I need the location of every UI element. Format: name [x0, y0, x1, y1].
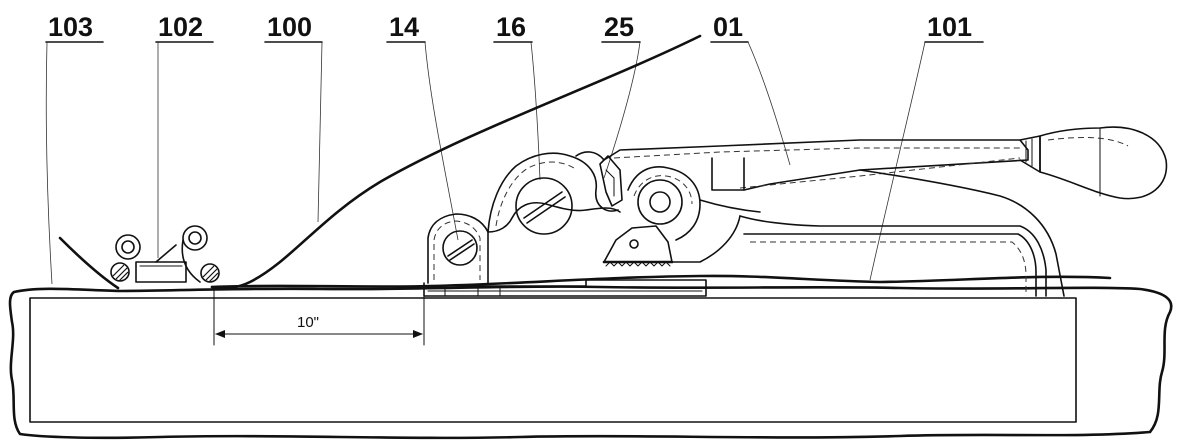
lever-upper: [603, 139, 1029, 191]
reference-labels: 103 102 100 14 16 25 01 101: [45, 12, 984, 43]
strap-guide-102: [110, 225, 220, 283]
pawl-25: [599, 155, 623, 207]
roller-right-upper: [182, 225, 208, 251]
ref-label-14: 14: [389, 12, 419, 42]
package-body: [8, 285, 1173, 440]
roller-right-upper-hub: [188, 231, 202, 245]
leader-01: [747, 41, 791, 166]
hatch-line: [112, 264, 125, 277]
lever-hidden-lower: [739, 157, 1021, 189]
guide-block: [135, 261, 187, 283]
foot-to-lever: [671, 215, 741, 263]
strap-lower-band: [210, 274, 1112, 289]
feedwheel-housing-14: [427, 213, 489, 284]
hatch-line: [115, 267, 128, 280]
handle-collar: [1019, 135, 1041, 173]
feedwheel-slot-a: [447, 239, 473, 257]
leader-14: [424, 41, 459, 241]
guide-arm: [155, 244, 177, 263]
support-arm-hidden: [750, 241, 1027, 296]
lever-diagonal: [859, 169, 1065, 297]
leader-103: [45, 41, 53, 285]
gripper-teeth: [605, 261, 671, 267]
leader-lines: [45, 41, 926, 285]
strap-free-end: [210, 34, 702, 290]
gripper-pivot: [629, 239, 639, 249]
package-inner-box: [29, 297, 1077, 423]
dimension-10in: 10": [213, 287, 425, 346]
roller-strap-wrap: [181, 239, 201, 283]
tool-base-plate: [423, 279, 707, 297]
ref-label-25: 25: [604, 12, 634, 42]
ref-label-103: 103: [48, 12, 93, 42]
handle-grip-hidden: [1047, 137, 1129, 147]
ref-label-101: 101: [927, 12, 972, 42]
roller-left-lower: [110, 262, 130, 282]
main-body-upper: [487, 152, 619, 233]
lever-hidden-upper: [613, 147, 1020, 159]
lever-joint: [699, 199, 761, 213]
pawl-inner: [605, 169, 615, 197]
feedwheel-14: [442, 230, 478, 266]
roller-left-upper: [115, 234, 141, 260]
hatch-line: [118, 271, 129, 282]
package-outline: [8, 285, 1173, 440]
leader-16: [530, 41, 541, 181]
hatch-line: [205, 268, 218, 281]
strap: [58, 34, 1112, 290]
strap-tail-103: [58, 236, 120, 290]
ref-label-100: 100: [267, 12, 312, 42]
handle-collar-lines: [1025, 138, 1033, 167]
leader-101: [869, 41, 926, 281]
ref-label-16: 16: [496, 12, 526, 42]
pawl-connection: [575, 151, 605, 161]
support-arm-outer: [739, 215, 1047, 297]
roller-left-upper-hub: [121, 240, 135, 254]
strapping-tool: [423, 126, 1168, 297]
leader-25: [603, 41, 641, 179]
lever-link: [711, 157, 745, 191]
roller-right-lower: [200, 263, 220, 283]
dimension-label: 10": [297, 314, 319, 331]
ref-label-102: 102: [158, 12, 203, 42]
feedwheel-hidden-line: [433, 220, 481, 280]
support-arm-inner: [743, 233, 1037, 297]
hatch-line: [208, 272, 219, 283]
tension-knob-16: [515, 177, 573, 235]
gear-housing: [627, 166, 701, 241]
ref-label-01: 01: [713, 12, 743, 42]
feedwheel-slot-b: [449, 243, 475, 261]
main-body-hidden: [495, 161, 575, 227]
hatch-line: [202, 265, 215, 278]
gear-hub-outer: [637, 179, 683, 225]
leader-100: [317, 41, 323, 223]
gear-housing-hidden: [633, 175, 693, 205]
handle-grip: [1039, 126, 1168, 200]
main-body-lower: [487, 202, 621, 233]
gear-hub-inner: [649, 191, 671, 213]
tension-knob-slot-a: [523, 191, 563, 219]
tension-knob-slot-b: [526, 196, 566, 224]
